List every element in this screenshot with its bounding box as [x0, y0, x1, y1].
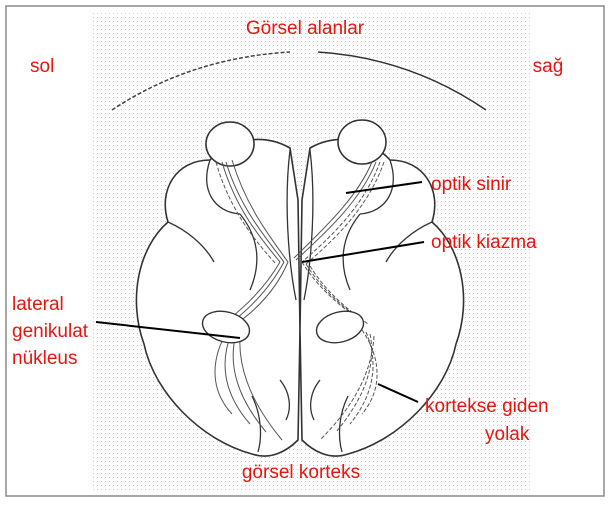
optic-chiasm-label: optik kiazma	[431, 232, 537, 253]
pathway-label-line2: yolak	[485, 424, 530, 445]
lgn-label-line2: genikulat	[12, 321, 89, 342]
left-label: sol	[30, 56, 54, 77]
optic-nerve-label: optik sinir	[431, 174, 512, 195]
right-label: sağ	[533, 56, 564, 77]
pathway-label-line1: kortekse giden	[425, 396, 549, 417]
lgn-label-line1: lateral	[12, 294, 64, 315]
lgn-label-line3: nükleus	[12, 348, 78, 369]
cortex-label: görsel korteks	[242, 462, 360, 483]
left-eye	[206, 122, 254, 166]
right-eye	[338, 120, 386, 164]
title-label: Görsel alanlar	[246, 18, 365, 39]
